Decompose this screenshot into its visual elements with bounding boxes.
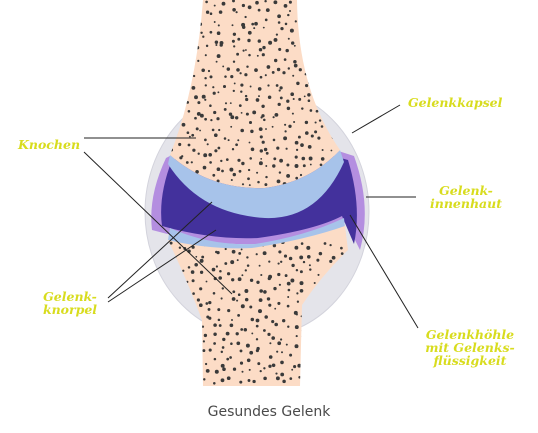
label-gelenkhoehle-line1: Gelenkhöhle (425, 327, 515, 342)
label-gelenkknorpel-line1: Gelenk- (43, 289, 97, 304)
label-gelenkknorpel: Gelenk- knorpel (36, 290, 104, 316)
label-gelenkhoehle-line2: mit Gelenks- (425, 340, 515, 355)
label-knochen: Knochen (18, 138, 80, 151)
leader-lines (83, 104, 419, 329)
label-gelenkhoehle: Gelenkhöhle mit Gelenks- flüssigkeit (420, 328, 520, 367)
knochen-leader-lower (83, 151, 233, 295)
label-gelenkinnenhaut: Gelenk- innenhaut (428, 184, 504, 210)
lower-bone (168, 226, 348, 386)
label-gelenkkapsel: Gelenkkapsel (408, 96, 502, 109)
gelenkknorpel-leader-upper (107, 201, 213, 299)
gelenkkapsel-leader (351, 104, 401, 134)
label-gelenkknorpel-line2: knorpel (42, 302, 98, 317)
label-gelenkinnenhaut-line2: innenhaut (429, 196, 502, 211)
gelenkhoehle-leader (349, 214, 419, 329)
cartilage-upper (168, 150, 344, 219)
label-gelenkinnenhaut-line1: Gelenk- (439, 183, 493, 198)
label-knochen-text: Knochen (18, 137, 81, 152)
gelenkknorpel-leader-lower (107, 229, 217, 303)
label-gelenkhoehle-line3: flüssigkeit (433, 353, 507, 368)
diagram-caption: Gesundes Gelenk (207, 404, 331, 420)
cartilage-lower (168, 218, 345, 251)
label-gelenkkapsel-text: Gelenkkapsel (408, 95, 503, 110)
